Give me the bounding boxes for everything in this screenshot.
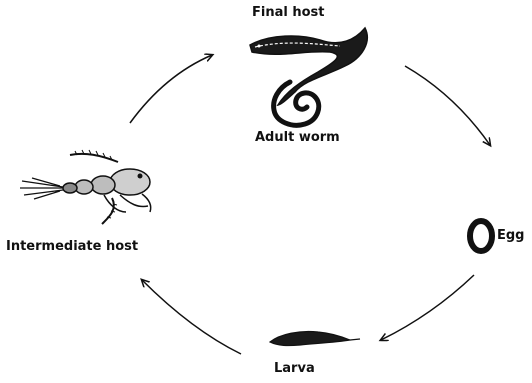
- intermediate-host-label: Intermediate host: [6, 240, 138, 253]
- egg-icon: [470, 221, 492, 251]
- adult-worm-label: Adult worm: [255, 131, 340, 144]
- copepod-icon: [20, 150, 151, 224]
- arrow-to-larva: [381, 275, 474, 340]
- final-host-label: Final host: [252, 6, 324, 19]
- arrow-to-final-host: [130, 55, 212, 123]
- larva-label: Larva: [274, 362, 315, 375]
- egg-label: Egg: [497, 229, 525, 242]
- larva-icon: [270, 331, 360, 345]
- arrow-icon: [130, 55, 490, 354]
- arrow-to-egg: [405, 66, 490, 145]
- arrow-to-intermediate-host: [142, 280, 241, 354]
